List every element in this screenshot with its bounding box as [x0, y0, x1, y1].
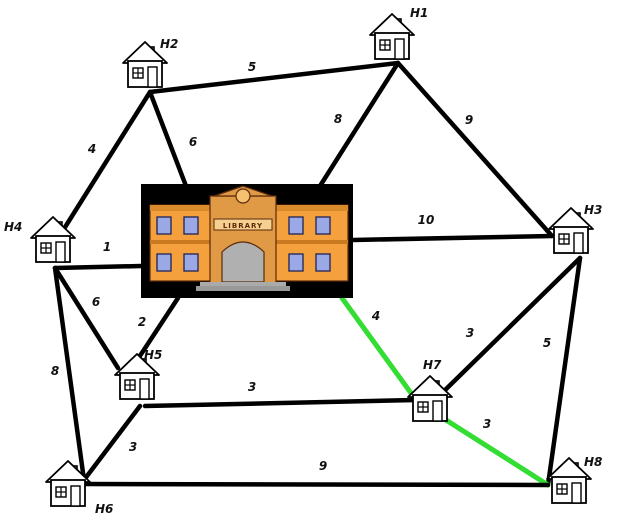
edge-lib-h3: [350, 233, 555, 243]
edge-h4-h5: [52, 265, 121, 371]
house-h8: H8: [546, 455, 602, 504]
library-sign: LIBRARY: [223, 222, 263, 230]
edge-h4-lib: [52, 263, 144, 271]
house-h4: H4: [4, 216, 76, 263]
edge-weight-label: 3: [466, 326, 474, 340]
edge-weight-label: 9: [319, 459, 327, 473]
edge-h4-h6: [52, 265, 87, 483]
house-h5: H5: [114, 348, 162, 400]
edge-h3-h8: [545, 255, 583, 488]
house-icon: [407, 375, 453, 422]
edge-weight-label: 5: [543, 336, 551, 350]
edge-weight-label: 6: [189, 135, 197, 149]
edge-weight-label: 6: [92, 295, 100, 309]
edge-labels-layer: 5 4 6 8 9 10 1 6 2 8 4 3 5 3 3 3 9: [51, 60, 551, 473]
house-label: H4: [4, 220, 22, 234]
edge-h3-h7: [437, 255, 583, 398]
edge-h1-lib: [317, 60, 401, 189]
house-h2: H2: [122, 37, 178, 88]
house-label: H8: [584, 455, 602, 469]
edge-weight-label: 3: [129, 440, 137, 454]
house-h3: H3: [548, 203, 602, 254]
library-building: LIBRARY: [141, 184, 353, 298]
edge-weight-label: 8: [51, 364, 59, 378]
edge-weight-label: 4: [371, 309, 380, 323]
house-h7: H7: [407, 358, 453, 422]
edge-lib-h7: [339, 295, 419, 403]
house-label: H2: [160, 37, 178, 51]
edge-weight-label: 3: [483, 417, 491, 431]
edge-h2-h1: [147, 60, 401, 95]
edge-h6-h8: [81, 481, 551, 488]
edge-h7-h8: [443, 417, 551, 488]
house-label: H6: [95, 502, 113, 516]
house-h1: H1: [369, 6, 428, 60]
edge-weight-label: 5: [248, 60, 256, 74]
edge-weight-label: 8: [334, 112, 342, 126]
house-label: H1: [410, 6, 428, 20]
edge-h2-lib: [147, 89, 189, 189]
edge-weight-label: 2: [138, 315, 146, 329]
edge-weight-label: 10: [418, 213, 435, 227]
edge-weight-label: 9: [465, 113, 473, 127]
edge-h1-h3: [395, 60, 555, 239]
house-h6: H6: [45, 460, 113, 516]
house-icon: [369, 13, 415, 60]
edge-h5-h6: [81, 403, 143, 483]
edge-weight-label: 4: [87, 142, 96, 156]
edge-weight-label: 1: [103, 240, 111, 254]
edge-h2-h4: [59, 89, 153, 235]
house-label: H3: [584, 203, 602, 217]
house-label: H7: [423, 358, 442, 372]
edge-h5-h7: [142, 397, 419, 409]
edges-layer: [52, 60, 583, 488]
house-label: H5: [144, 348, 162, 362]
edge-weight-label: 3: [248, 380, 256, 394]
